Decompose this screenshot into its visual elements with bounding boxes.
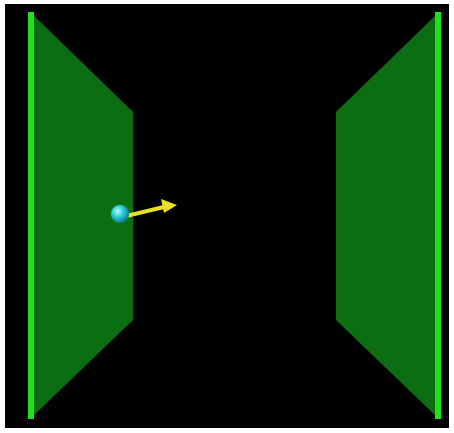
charged-particle — [111, 205, 129, 223]
